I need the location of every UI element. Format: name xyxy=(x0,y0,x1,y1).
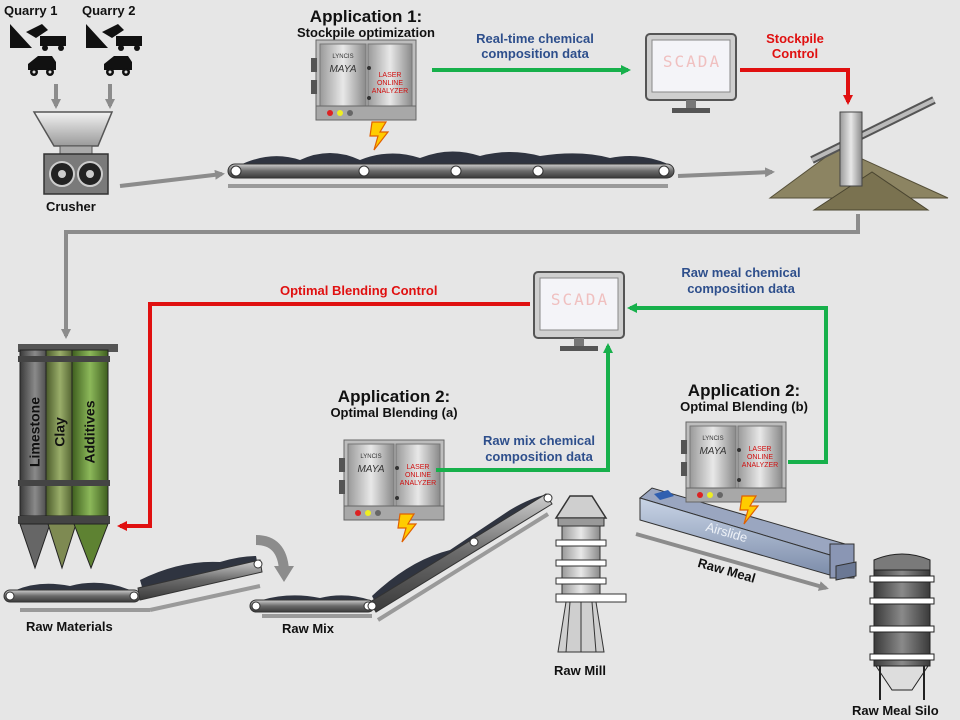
analyzer-1-line2: ONLINE xyxy=(376,80,404,87)
stockpile-to-silos-line xyxy=(61,214,860,339)
silo-clay-label: Clay xyxy=(51,417,68,447)
raw-meal-silo xyxy=(869,553,935,700)
rawmix-data-label-1: Raw mix chemical xyxy=(483,433,595,448)
realtime-data-label-2: composition data xyxy=(481,46,589,61)
airslide xyxy=(638,487,857,581)
analyzer-1-brand: LYNCIS xyxy=(332,54,354,60)
app2a-subtitle: Optimal Blending (a) xyxy=(330,405,458,420)
analyzer-2a-line1: LASER xyxy=(406,464,430,471)
raw-mix-drop-arrow xyxy=(255,535,289,571)
analyzer-2b-line3: ANALYZER xyxy=(741,462,779,469)
stockpile-control-label-2: Control xyxy=(771,46,819,61)
quarry-2-equipment xyxy=(86,24,142,76)
realtime-data-label-1: Real-time chemical xyxy=(476,31,594,46)
analyzer-2b-line1: LASER xyxy=(748,446,772,453)
silo-limestone-label: Limestone xyxy=(26,396,43,468)
quarry-1-equipment xyxy=(10,24,66,76)
scada-middle-label: SCADA xyxy=(550,290,610,309)
rawmeal-data-label-1: Raw meal chemical xyxy=(681,265,801,280)
blending-control-arrow xyxy=(117,302,530,531)
analyzer-1-model: MAYA xyxy=(329,64,357,75)
raw-mill-label: Raw Mill xyxy=(554,663,607,678)
analyzer-2a-model: MAYA xyxy=(357,464,385,475)
top-conveyor xyxy=(227,151,675,188)
analyzer-2a-line2: ONLINE xyxy=(404,472,432,479)
app1-subtitle: Stockpile optimization xyxy=(297,25,435,40)
raw-meal-arrow xyxy=(635,532,829,591)
belt-to-stockpile-arrow xyxy=(677,167,775,178)
raw-mix-conveyor xyxy=(249,493,553,622)
stockpile-control-label-1: Stockpile xyxy=(766,31,824,46)
raw-mix-label: Raw Mix xyxy=(282,621,335,636)
raw-materials-conveyor xyxy=(3,556,263,612)
app2a-title: Application 2: xyxy=(337,387,451,406)
analyzer-2a-line3: ANALYZER xyxy=(399,480,437,487)
raw-mill xyxy=(554,495,627,653)
crusher-to-belt-arrow xyxy=(119,169,225,188)
rawmix-data-arrow xyxy=(436,343,613,472)
quarry-2-label: Quarry 2 xyxy=(82,3,136,18)
analyzer-1-line3: ANALYZER xyxy=(371,88,409,95)
stockpile-control-arrow xyxy=(740,68,853,105)
app1-title: Application 1: xyxy=(309,7,423,26)
crusher-label: Crusher xyxy=(46,199,96,214)
app2b-title: Application 2: xyxy=(687,381,801,400)
analyzer-1-line1: LASER xyxy=(378,72,402,79)
analyzer-2b-brand: LYNCIS xyxy=(702,436,724,442)
crusher xyxy=(32,111,114,195)
quarry-1-label: Quarry 1 xyxy=(4,3,58,18)
silo-group xyxy=(18,344,118,570)
stockpile xyxy=(768,96,949,211)
analyzer-2b-line2: ONLINE xyxy=(746,454,774,461)
rawmeal-data-label-2: composition data xyxy=(687,281,795,296)
silo-additives-label: Additives xyxy=(81,400,98,464)
scada-top-label: SCADA xyxy=(662,52,722,71)
analyzer-2a-brand: LYNCIS xyxy=(360,454,382,460)
blending-control-label: Optimal Blending Control xyxy=(280,283,438,298)
analyzer-2b-model: MAYA xyxy=(699,446,727,457)
app2b-subtitle: Optimal Blending (b) xyxy=(680,399,808,414)
rawmix-data-label-2: composition data xyxy=(485,449,593,464)
raw-meal-silo-label: Raw Meal Silo xyxy=(852,703,939,718)
scada-monitor-middle xyxy=(533,271,625,352)
scada-monitor-top xyxy=(645,33,737,114)
rawmeal-data-arrow xyxy=(627,303,828,464)
raw-materials-label: Raw Materials xyxy=(26,619,113,634)
